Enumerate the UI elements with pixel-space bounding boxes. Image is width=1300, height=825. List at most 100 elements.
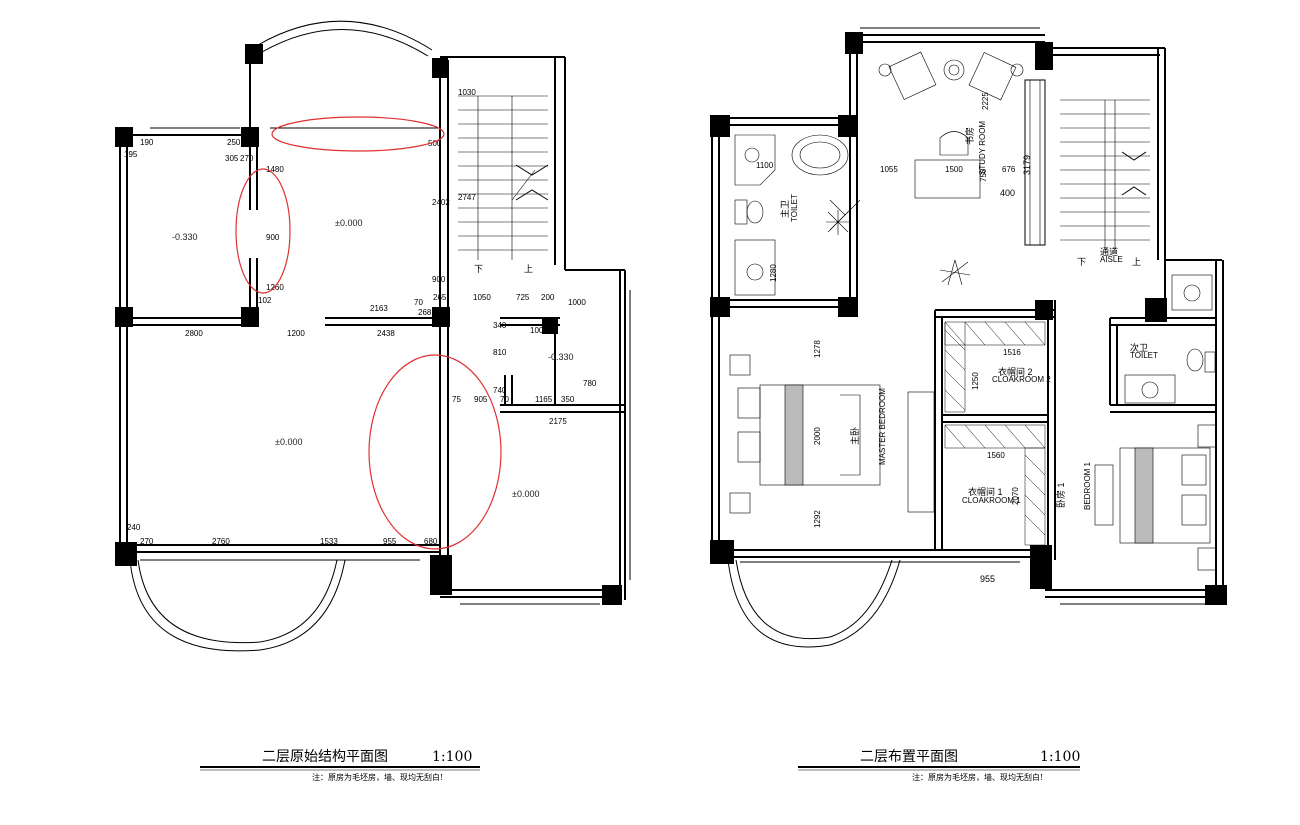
- dimension: 2438: [377, 329, 395, 338]
- dimension: 2402: [432, 198, 450, 207]
- level-marker: -0.330: [548, 352, 574, 362]
- study-furniture: [878, 51, 1046, 246]
- room-label-cloak2: 衣帽间 2: [998, 366, 1033, 377]
- dimension: 725: [516, 293, 530, 302]
- dimension: 270: [140, 537, 154, 546]
- left-plan-title: 二层原始结构平面图: [262, 749, 388, 765]
- dimension: 676: [1002, 165, 1016, 174]
- dimension: 1280: [769, 264, 778, 282]
- markup-ellipse: [271, 116, 445, 152]
- room-label-master-bath-en: TOILET: [790, 194, 799, 222]
- dimension: 2163: [370, 304, 388, 313]
- room-label-cloak1-en: CLOAKROOM 1: [962, 496, 1021, 505]
- master-bed: [729, 354, 935, 514]
- room-label-cloak1: 衣帽间 1: [968, 486, 1003, 497]
- dimension: 1005: [530, 326, 548, 335]
- dimension: 1516: [1003, 348, 1021, 357]
- right-plan-title: 二层布置平面图: [860, 749, 958, 765]
- room-label-study-en: STUDY ROOM: [978, 121, 987, 175]
- dimension: 2747: [458, 193, 476, 202]
- stair-left: [458, 95, 549, 260]
- dimension: 955: [980, 574, 995, 584]
- left-plan: 下 上 -0.330 ±0.000 -0.330 ±0.000 ±0.000 1…: [115, 20, 631, 782]
- stair-down-label: 下: [474, 264, 483, 274]
- dimension: 500: [428, 139, 442, 148]
- dimension: 70: [414, 298, 423, 307]
- dimension: 350: [561, 395, 575, 404]
- plant-decor: [826, 210, 971, 286]
- dimension: 2070: [1011, 487, 1020, 505]
- level-marker: ±0.000: [512, 489, 539, 499]
- room-label-bed1: 卧房 1: [1055, 482, 1066, 508]
- room-label-cloak2-en: CLOAKROOM 2: [992, 375, 1051, 384]
- dimension: 1030: [458, 88, 476, 97]
- master-bath-fixtures: [734, 134, 861, 296]
- dimension: 1055: [880, 165, 898, 174]
- cloakroom-shelves: [944, 321, 1046, 546]
- room-label-aisle: 通道: [1100, 246, 1118, 257]
- dimension: 900: [432, 275, 446, 284]
- dimension: 240: [127, 523, 141, 532]
- dimension: 2800: [185, 329, 203, 338]
- dimension: 750: [979, 168, 988, 182]
- dimension: 200: [541, 293, 555, 302]
- dimension: 268: [418, 308, 432, 317]
- dimension: 2760: [212, 537, 230, 546]
- dimension: 1480: [266, 165, 284, 174]
- dimension: 265: [433, 293, 447, 302]
- dimension: 1292: [813, 510, 822, 528]
- room-label-master-bed: 主卧: [849, 427, 860, 445]
- markup-ellipse: [368, 354, 502, 550]
- stair-down-label: 下: [1077, 257, 1086, 267]
- dimension: 102: [258, 296, 272, 305]
- second-bath-fixtures: [1124, 274, 1216, 404]
- dimension: 1050: [473, 293, 491, 302]
- dimension: 810: [493, 348, 507, 357]
- dimension: 1165: [535, 395, 553, 404]
- dimension: 305: [225, 154, 239, 163]
- dimension: 900: [266, 233, 280, 242]
- dimension: 1260: [266, 283, 284, 292]
- dimension: 400: [1000, 188, 1015, 198]
- room-label-bed1-en: BEDROOM 1: [1083, 461, 1092, 510]
- dimension: 2225: [981, 92, 990, 110]
- room-label-second-bath-en: TOILET: [1130, 351, 1158, 360]
- dimension: 75: [452, 395, 461, 404]
- dimension: 1500: [945, 165, 963, 174]
- dimension: 270: [240, 154, 254, 163]
- level-marker: ±0.000: [275, 437, 302, 447]
- room-label-study: 书房: [964, 127, 975, 145]
- dimension: 2000: [813, 427, 822, 445]
- dimension: 195: [124, 150, 138, 159]
- left-plan-scale: 1:100: [432, 749, 472, 765]
- dimension: 1100: [756, 161, 774, 170]
- dimension: 1278: [813, 340, 822, 358]
- dimension: 70: [500, 395, 509, 404]
- dimension: 2175: [549, 417, 567, 426]
- stair-right: [1060, 99, 1150, 250]
- right-plan: 下 上: [710, 27, 1227, 782]
- dimension: 740: [493, 386, 507, 395]
- dimension: 905: [474, 395, 488, 404]
- dimension: 780: [583, 379, 597, 388]
- left-plan-note: 注：原房为毛坯房，墙、现均无刮白!: [312, 772, 443, 782]
- room-label-master-bath: 主卫: [779, 200, 790, 218]
- room-label-master-bed-en: MASTER BEDROOM: [878, 388, 887, 465]
- markup-ellipse: [235, 168, 291, 294]
- dimension: 1560: [987, 451, 1005, 460]
- level-marker: ±0.000: [335, 218, 362, 228]
- dimension: 340: [493, 321, 507, 330]
- room-label-second-bath: 次卫: [1130, 342, 1148, 353]
- bedroom1-bed: [1094, 424, 1217, 571]
- stair-up-label: 上: [524, 264, 533, 274]
- dimension: 680: [424, 537, 438, 546]
- dimension: 1533: [320, 537, 338, 546]
- dimension: 250: [227, 138, 241, 147]
- stair-up-label: 上: [1132, 257, 1141, 267]
- dimension: 955: [383, 537, 397, 546]
- dimension: 1250: [971, 372, 980, 390]
- dimension: 190: [140, 138, 154, 147]
- right-plan-note: 注：原房为毛坯房，墙、现均无刮白!: [912, 772, 1043, 782]
- dimension: 1200: [287, 329, 305, 338]
